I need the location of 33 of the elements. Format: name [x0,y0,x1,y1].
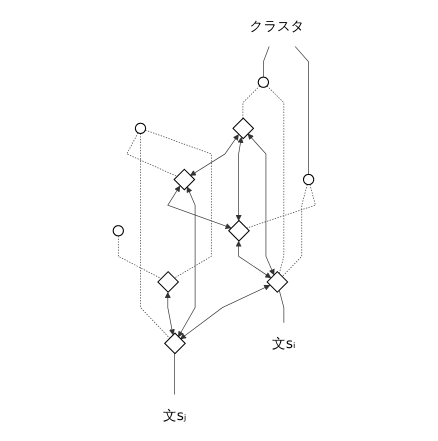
connector [242,86,260,118]
arrow [180,284,270,340]
node-text: 文sᵢ [272,335,296,352]
connector [126,132,178,177]
node-diamond [228,220,250,242]
arrow [164,292,175,336]
connector [140,133,170,338]
arrow [236,240,272,278]
arrow [178,186,196,338]
arrow [167,186,232,229]
arrow [190,134,239,176]
node-text: クラスタ [250,18,304,34]
node-diamond [157,270,180,293]
node-text: 文sⱼ [163,406,186,424]
connector [174,353,175,395]
arrow [248,134,275,276]
node-diamond [173,168,196,190]
arrow [236,137,244,221]
node-circle [112,225,124,236]
node-diamond [232,117,254,140]
node-circle [134,122,146,134]
connector [278,290,284,324]
connector [246,184,316,229]
node-diamond [164,332,186,354]
connector [144,130,212,278]
connector [282,184,308,278]
connector [118,236,162,279]
connector [266,86,284,274]
node-circle [302,174,314,186]
node-circle [258,76,269,88]
connector [294,46,309,175]
node-diamond [266,270,288,293]
connector [263,46,270,78]
